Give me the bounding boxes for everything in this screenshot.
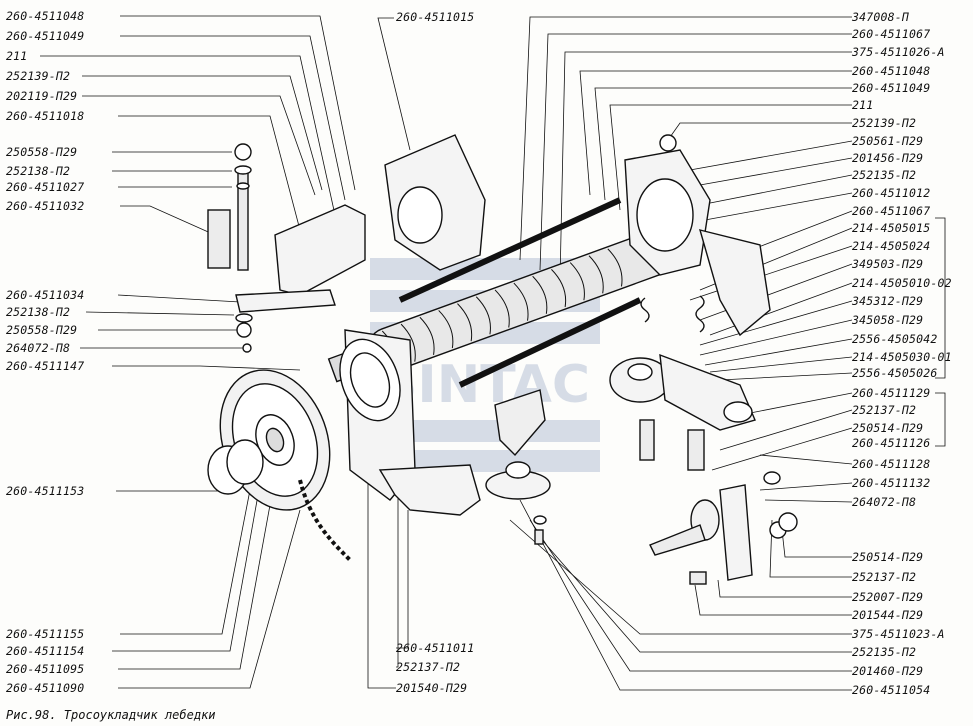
parts xyxy=(207,134,798,585)
right-label-18: 345058-П29 xyxy=(852,313,924,327)
left-label-20: 260-4511090 xyxy=(6,681,85,695)
left-label-11: 260-4511034 xyxy=(6,288,85,302)
left-label-14: 264072-П8 xyxy=(6,341,71,355)
bottom-right-label-1: 250514-П29 xyxy=(852,550,924,564)
right-label-7: 252139-П2 xyxy=(852,116,917,130)
right-label-24: 250514-П29 xyxy=(852,421,924,435)
left-label-10: 260-4511032 xyxy=(6,199,85,213)
bottom-right-label-8: 260-4511054 xyxy=(852,683,931,697)
left-label-13: 250558-П29 xyxy=(6,323,78,337)
bottom-right-label-4: 201544-П29 xyxy=(852,608,924,622)
svg-text:SINTAC: SINTAC xyxy=(380,355,590,415)
left-label-19: 260-4511095 xyxy=(6,662,85,676)
right-label-4: 260-4511048 xyxy=(852,64,931,78)
right-label-20: 214-4505030-01 xyxy=(852,350,952,364)
left-label-12: 252138-П2 xyxy=(6,305,71,319)
bottom-center-label-1: 260-4511011 xyxy=(396,641,475,655)
bottom-right-label-3: 252007-П29 xyxy=(852,590,924,604)
leader-lines xyxy=(40,15,946,691)
right-label-17: 345312-П29 xyxy=(852,294,924,308)
right-label-10: 252135-П2 xyxy=(852,168,917,182)
left-label-4: 252139-П2 xyxy=(6,69,71,83)
right-label-8: 250561-П29 xyxy=(852,134,924,148)
left-label-8: 252138-П2 xyxy=(6,164,71,178)
right-label-21: 2556-4505026 xyxy=(852,366,938,380)
right-label-25: 260-4511126 xyxy=(852,436,931,450)
right-label-12: 260-4511067 xyxy=(852,204,931,218)
right-label-14: 214-4505024 xyxy=(852,239,931,253)
left-label-2: 260-4511049 xyxy=(6,29,85,43)
right-label-23: 252137-П2 xyxy=(852,403,917,417)
right-label-28: 264072-П8 xyxy=(852,495,917,509)
left-label-16: 260-4511153 xyxy=(6,484,85,498)
right-label-2: 260-4511067 xyxy=(852,27,931,41)
right-label-5: 260-4511049 xyxy=(852,81,931,95)
right-label-19: 2556-4505042 xyxy=(852,332,938,346)
bottom-right-label-2: 252137-П2 xyxy=(852,570,917,584)
left-label-9: 260-4511027 xyxy=(6,180,85,194)
top-label: 260-4511015 xyxy=(396,10,475,24)
right-label-22: 260-4511129 xyxy=(852,386,931,400)
bottom-right-label-7: 201460-П29 xyxy=(852,664,924,678)
right-label-15: 349503-П29 xyxy=(852,257,924,271)
bottom-center-label-3: 201540-П29 xyxy=(396,681,468,695)
bottom-center-label-2: 252137-П2 xyxy=(396,660,461,674)
bottom-right-label-5: 375-4511023-А xyxy=(852,627,945,641)
right-label-3: 375-4511026-А xyxy=(852,45,945,59)
right-label-13: 214-4505015 xyxy=(852,221,931,235)
right-label-1: 347008-П xyxy=(852,10,909,24)
right-label-27: 260-4511132 xyxy=(852,476,931,490)
left-label-1: 260-4511048 xyxy=(6,9,85,23)
left-label-17: 260-4511155 xyxy=(6,627,85,641)
right-label-16: 214-4505010-02 xyxy=(852,276,952,290)
right-label-26: 260-4511128 xyxy=(852,457,931,471)
right-label-9: 201456-П29 xyxy=(852,151,924,165)
right-label-6: 211 xyxy=(852,98,874,112)
left-label-15: 260-4511147 xyxy=(6,359,85,373)
sprocket xyxy=(219,369,331,511)
left-label-18: 260-4511154 xyxy=(6,644,85,658)
left-label-3: 211 xyxy=(6,49,28,63)
figure-caption: Рис.98. Тросоукладчик лебедки xyxy=(6,708,216,722)
bottom-right-label-6: 252135-П2 xyxy=(852,645,917,659)
left-label-5: 202119-П29 xyxy=(6,89,78,103)
left-label-7: 250558-П29 xyxy=(6,145,78,159)
left-label-6: 260-4511018 xyxy=(6,109,85,123)
right-label-11: 260-4511012 xyxy=(852,186,931,200)
